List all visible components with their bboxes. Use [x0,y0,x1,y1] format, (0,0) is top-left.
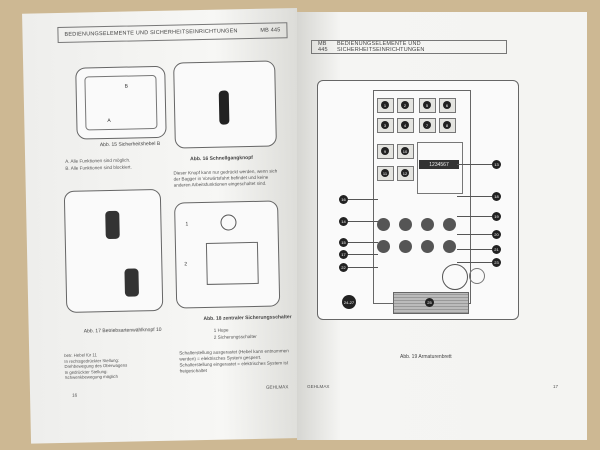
button-number: 4 [401,121,409,129]
label-a: A [107,117,111,124]
page-number: 16 [72,392,78,398]
fig15-caption: Abb. 15 Sicherheitshebel B [99,140,161,149]
switch-housing [205,241,259,285]
fig18-item: 2 Sicherungsschalter [213,333,257,340]
dashboard-button-11[interactable]: 11 [377,166,394,181]
callout-right: 13 [492,160,501,169]
text-line: Schwenkbewegung möglich [64,373,119,380]
callout-left: 15 [339,238,348,247]
fig18-caption: Abb. 18 zentraler Sicherungsschalter [203,314,292,323]
button-number: 7 [423,121,431,129]
toggle-switch[interactable] [421,218,434,231]
toggle-switch[interactable] [377,218,390,231]
lever-frame [84,74,158,131]
leader-line [348,254,378,255]
dashboard-button-9[interactable]: 9 [377,144,394,159]
right-page: MB 445 BEDIENUNGSELEMENTE UND SICHERHEIT… [297,12,587,440]
figure-17 [63,188,164,313]
toggle-switch[interactable] [443,218,456,231]
leader-line [457,196,492,197]
dashboard-button-2[interactable]: 2 [397,98,414,113]
selector-knob-icon [105,210,120,240]
callout-left: 22 [339,263,348,272]
leader-line [457,216,492,217]
hour-meter-display: 1234567 [419,160,459,169]
toggle-switch[interactable] [399,240,412,253]
leader-line [457,164,492,165]
fig17-caption: Abb. 17 Betriebsartenwählknopf 10 [83,326,162,335]
leader-line [457,262,492,263]
label-2: 2 [184,261,188,268]
header-model: MB 445 [260,27,281,34]
leader-line [457,249,492,250]
toggle-switch[interactable] [399,218,412,231]
label-b: B [124,83,129,90]
button-number: 10 [401,147,409,155]
callout-right: 18 [492,192,501,201]
fig16-text: Dieser Knopf kann nur gedrückt werden, w… [173,168,278,188]
button-number: 5 [423,101,431,109]
dashboard-button-10[interactable]: 10 [397,144,414,159]
callout-right: 23 [492,258,501,267]
callout-left: 17 [339,250,348,259]
callout-right: 19 [492,212,501,221]
button-number: 12 [401,169,409,177]
dashboard-button-6[interactable]: 6 [439,98,456,113]
key-icon [469,268,485,284]
leader-line [457,234,492,235]
button-number: 2 [401,101,409,109]
button-number: 9 [381,147,389,155]
toggle-switch[interactable] [377,240,390,253]
page-header: MB 445 BEDIENUNGSELEMENTE UND SICHERHEIT… [311,40,507,54]
toggle-switch[interactable] [443,240,456,253]
callout-left: 14 [339,217,348,226]
leader-line [348,242,378,243]
callout-plate-label: 25 [425,298,434,307]
fig18-text: Schalterstellung ausgerastet (Hebel kann… [179,348,289,374]
fig16-caption: Abb. 16 Schnellgangknopf [190,154,253,163]
leader-line [348,267,378,268]
selector-knob-icon [124,268,140,297]
callout-right: 20 [492,230,501,239]
dashboard-button-5[interactable]: 5 [419,98,436,113]
horn-icon [220,214,237,231]
dashboard-button-4[interactable]: 4 [397,118,414,133]
leader-line [348,221,378,222]
button-number: 6 [443,101,451,109]
label-1: 1 [185,221,189,228]
ignition-switch[interactable] [442,264,468,290]
dashboard-button-1[interactable]: 1 [377,98,394,113]
header-title: BEDIENUNGSELEMENTE UND SICHERHEITSEINRIC… [64,28,238,38]
header-model: MB 445 [318,41,328,53]
page-header: BEDIENUNGSELEMENTE UND SICHERHEITSEINRIC… [57,22,288,44]
header-title: BEDIENUNGSELEMENTE UND SICHERHEITSEINRIC… [336,41,425,53]
toggle-switch[interactable] [421,240,434,253]
button-number: 1 [381,101,389,109]
figure-19 [317,80,519,320]
figure-16 [173,60,277,149]
fig19-caption: Abb. 19 Armaturenbrett [400,354,452,360]
dashboard-button-8[interactable]: 8 [439,118,456,133]
fig15-note-b: B. Alle Funktionen sind blockiert. [65,164,132,171]
callout-24-27: 24-27 [342,295,356,309]
dashboard-button-7[interactable]: 7 [419,118,436,133]
dashboard-button-3[interactable]: 3 [377,118,394,133]
brand-footer: GEHLMAX [307,384,330,389]
button-number: 8 [443,121,451,129]
callout-right: 21 [492,245,501,254]
fig18-item: 1 Hupe [213,327,229,333]
button-number: 3 [381,121,389,129]
callout-left: 16 [339,195,348,204]
dashboard-button-12[interactable]: 12 [397,166,414,181]
knob-icon [218,90,230,125]
page-number: 17 [553,384,559,389]
left-page: BEDIENUNGSELEMENTE UND SICHERHEITSEINRIC… [22,8,307,444]
leader-line [348,199,378,200]
fig17-text: betr. Hebel für 11 In rechtsgedrückter S… [64,351,155,380]
button-number: 11 [381,169,389,177]
figure-15: A B [75,65,167,140]
figure-18: 1 2 [174,200,281,309]
display-frame [417,142,463,194]
brand-footer: GEHLMAX [265,384,289,390]
